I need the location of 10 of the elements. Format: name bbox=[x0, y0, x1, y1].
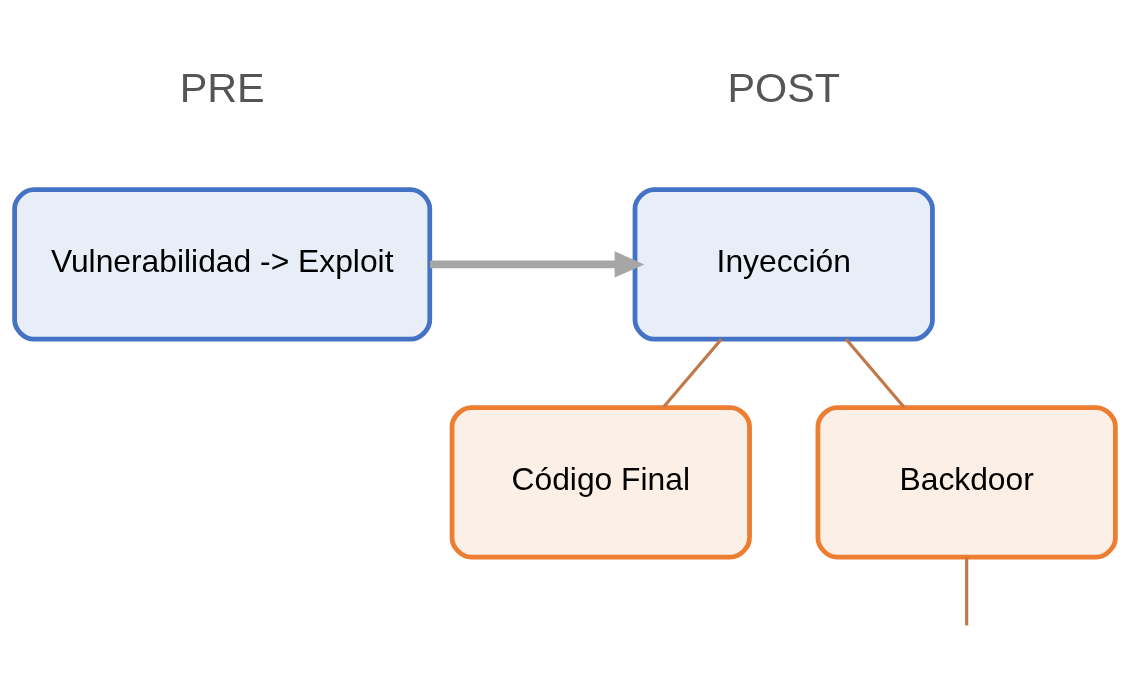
arrow bbox=[430, 251, 645, 278]
node-box: Backdoor bbox=[815, 405, 1118, 560]
label: PRE bbox=[179, 64, 265, 111]
connector bbox=[844, 338, 906, 409]
label: POST bbox=[727, 64, 841, 111]
connector bbox=[662, 338, 723, 409]
node-box: Vulnerabilidad -> Exploit bbox=[12, 187, 433, 342]
connector bbox=[965, 557, 969, 626]
node-box: Inyección bbox=[632, 187, 935, 342]
node-box: Código Final bbox=[449, 405, 752, 560]
